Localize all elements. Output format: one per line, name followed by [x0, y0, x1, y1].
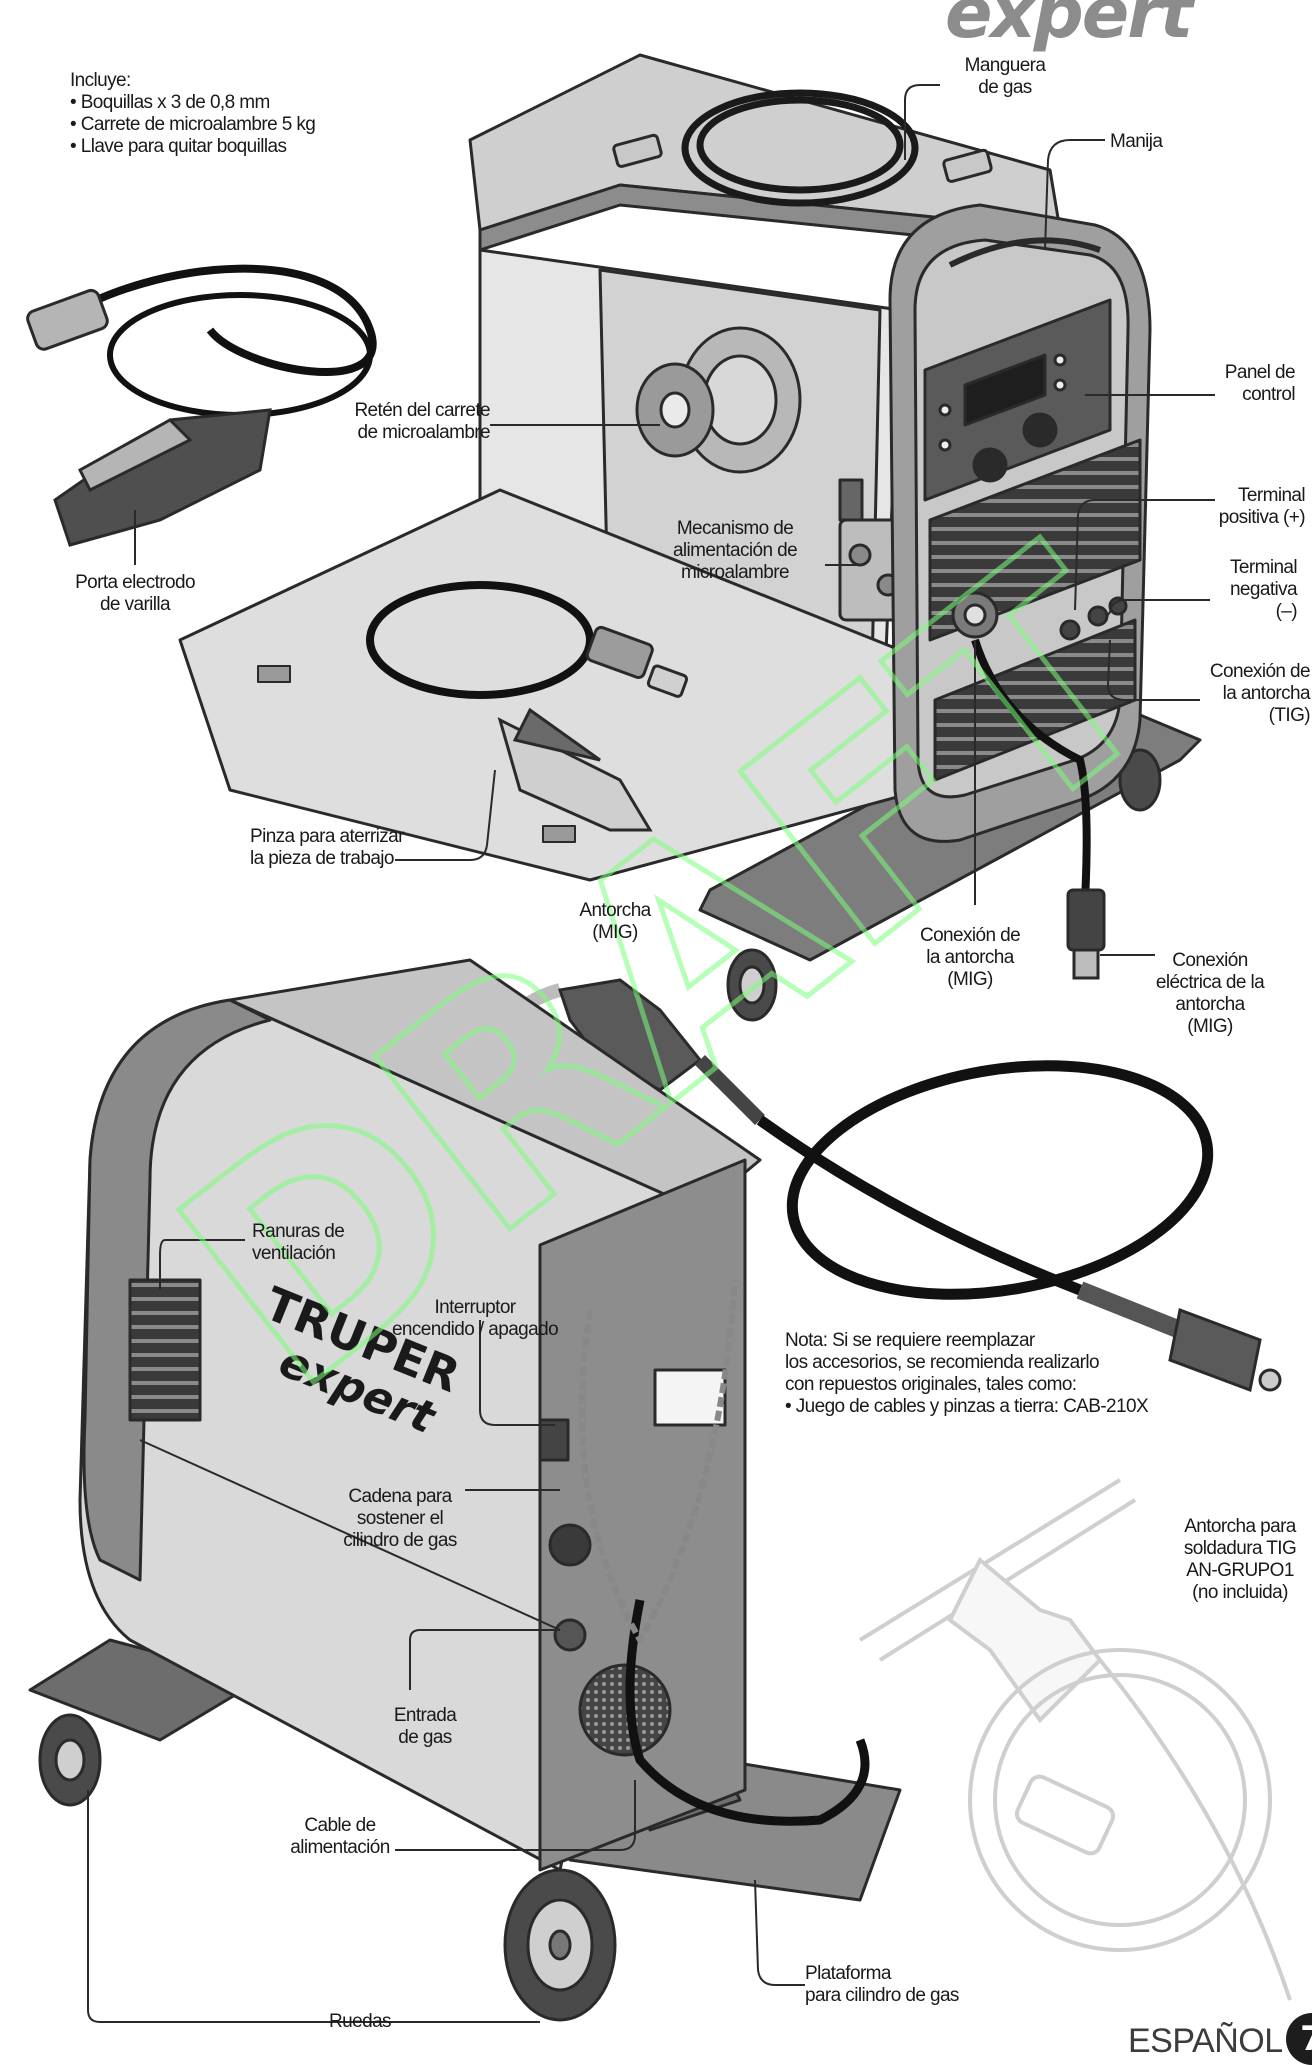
- label-plataforma: Plataforma para cilindro de gas: [805, 1963, 959, 2006]
- includes-box: Incluye: Boquillas x 3 de 0,8 mm Carrete…: [70, 70, 316, 158]
- control-panel-art: [923, 298, 1112, 502]
- replacement-note: Nota: Si se requiere reemplazar los acce…: [785, 1330, 1149, 1418]
- brand-logo: expert: [945, 0, 1193, 54]
- footer-language: ESPAÑOL: [1128, 2022, 1283, 2060]
- label-interruptor: Interruptor encendido / apagado: [391, 1297, 559, 1340]
- label-cadena: Cadena para sostener el cilindro de gas: [343, 1486, 457, 1551]
- label-pinza-aterrizar: Pinza para aterrizar la pieza de trabajo: [250, 826, 404, 869]
- label-antorcha-mig: Antorcha (MIG): [579, 900, 651, 943]
- bottom-body-top: [228, 958, 762, 1212]
- vent-slots: [128, 1278, 202, 1422]
- label-ruedas: Ruedas: [329, 2011, 391, 2032]
- electrode-holder: [26, 264, 377, 547]
- label-conexion-electrica: Conexión eléctrica de la antorcha (MIG): [1155, 950, 1265, 1037]
- tig-torch: [858, 1478, 1292, 2001]
- note-line: los accesorios, se recomienda realizarlo: [785, 1352, 1100, 1373]
- power-cable: [625, 1599, 870, 1826]
- label-mecanismo-alimentacion: Mecanismo de alimentación de microalambr…: [672, 518, 798, 583]
- includes-item: Llave para quitar boquillas: [70, 136, 315, 158]
- label-porta-electrodo: Porta electrodo de varilla: [75, 572, 195, 615]
- label-terminal-negativa: Terminal negativa (–): [1229, 557, 1298, 622]
- top-grill: [928, 438, 1142, 642]
- label-antorcha-tig: Antorcha para soldadura TIG AN-GRUPO1 (n…: [1183, 1516, 1297, 1603]
- note-line: Nota: Si se requiere reemplazar: [785, 1330, 1035, 1351]
- small-wheel: [38, 1713, 102, 1807]
- bottom-welder: [28, 958, 902, 2022]
- top-wheel-left: [726, 948, 778, 1022]
- label-entrada-gas: Entrada de gas: [393, 1705, 457, 1748]
- top-wheel-right: [1118, 748, 1162, 812]
- note-bullet: Juego de cables y pinzas a tierra: CAB-2…: [785, 1396, 1149, 1418]
- label-panel-control: Panel de control: [1224, 362, 1296, 405]
- label-cable-alimentacion: Cable de alimentación: [290, 1815, 390, 1858]
- label-ranuras: Ranuras de ventilación: [252, 1221, 345, 1264]
- mig-electrical-plug: [1066, 888, 1106, 980]
- note-line: con repuestos originales, tales como:: [785, 1374, 1077, 1395]
- label-reten-carrete: Retén del carrete de microalambre: [354, 400, 490, 443]
- top-welder: [178, 53, 1202, 1022]
- gas-chain: [578, 1279, 738, 1643]
- includes-item: Carrete de microalambre 5 kg: [70, 114, 316, 136]
- leader-lines: [87, 84, 1215, 2023]
- includes-item: Boquillas x 3 de 0,8 mm: [70, 92, 315, 114]
- gas-hose: [681, 89, 919, 207]
- ground-clamp: [366, 581, 689, 832]
- label-terminal-positiva: Terminal positiva (+): [1218, 485, 1306, 528]
- label-conexion-tig: Conexión de la antorcha (TIG): [1209, 661, 1311, 726]
- label-conexion-antorcha-mig: Conexión de la antorcha (MIG): [919, 925, 1021, 990]
- rear-fan: [578, 1663, 672, 1757]
- includes-list: Boquillas x 3 de 0,8 mm Carrete de micro…: [70, 92, 316, 158]
- big-wheel: [503, 1868, 617, 2022]
- label-manguera-gas: Manguera de gas: [964, 55, 1046, 98]
- includes-title: Incluye:: [70, 70, 131, 91]
- wire-reel: [635, 326, 802, 474]
- label-manija: Manija: [1110, 131, 1163, 152]
